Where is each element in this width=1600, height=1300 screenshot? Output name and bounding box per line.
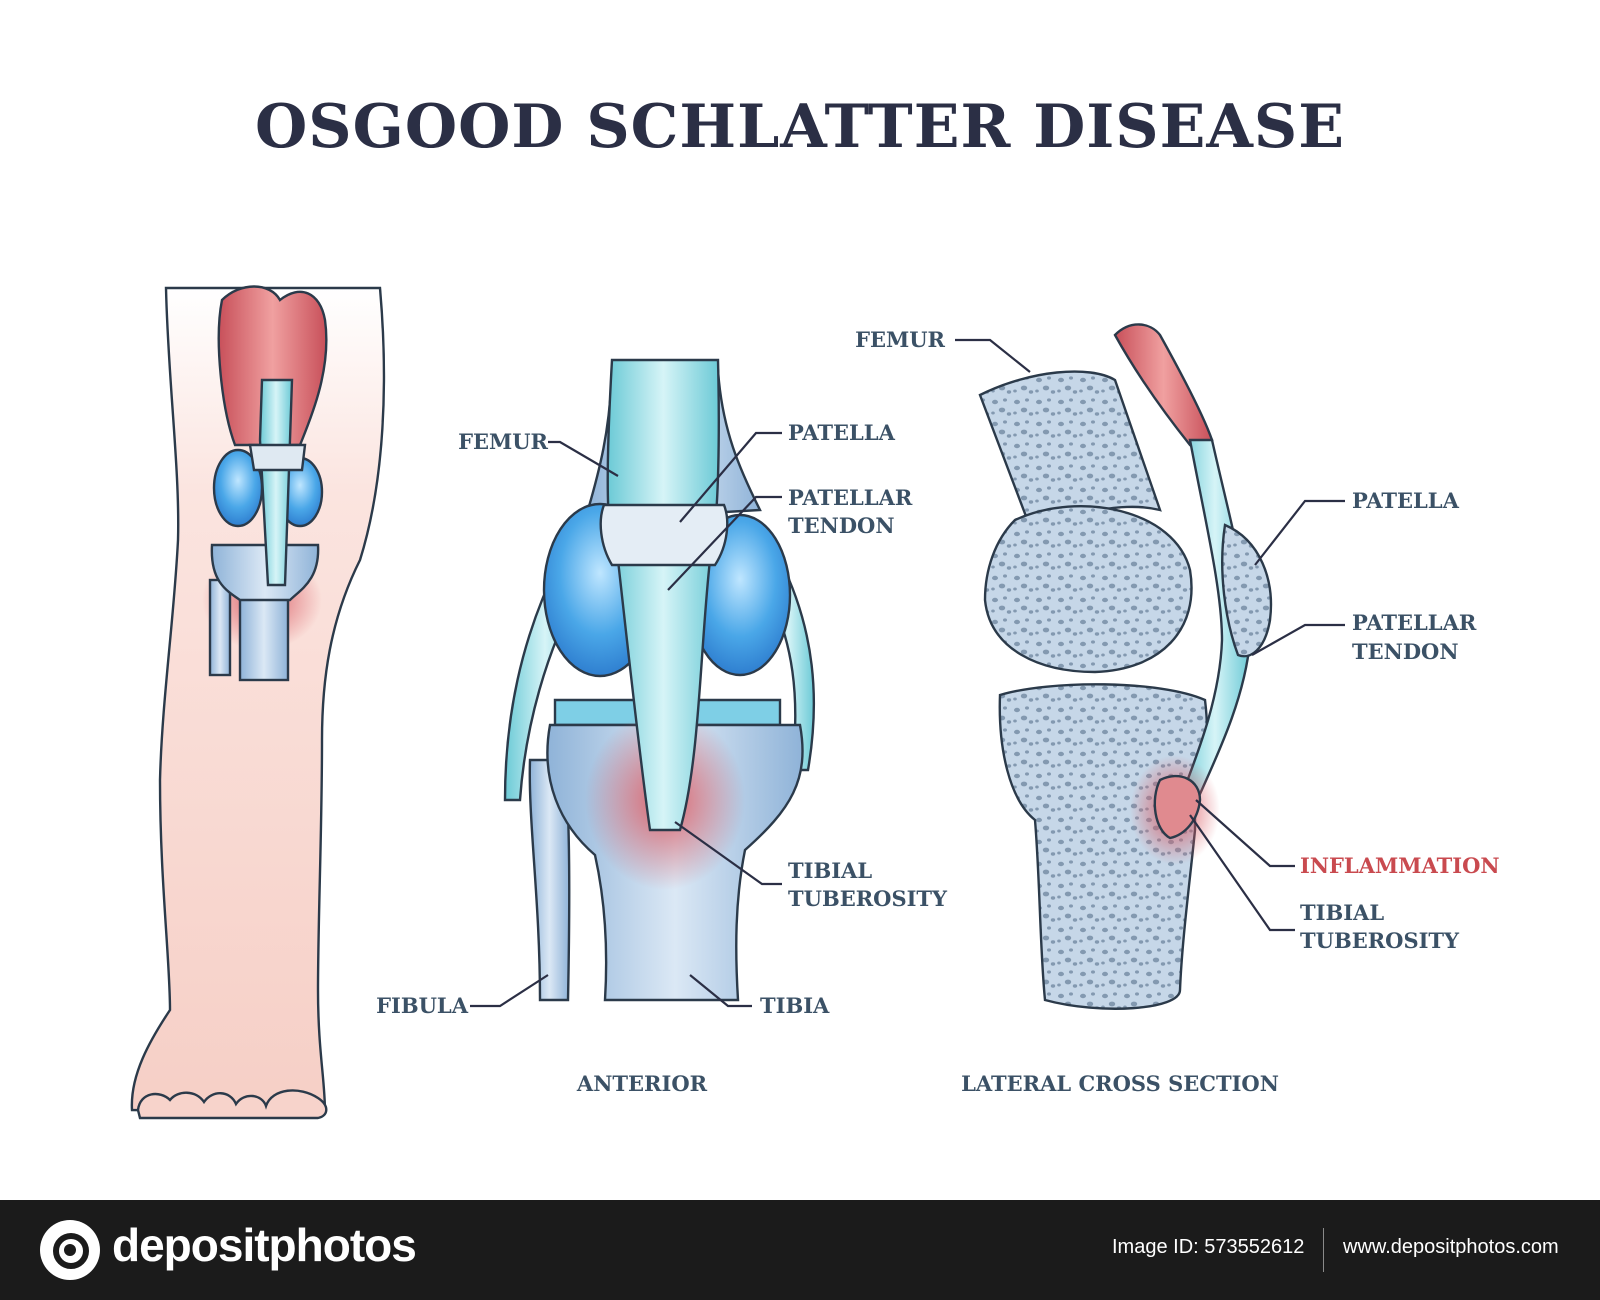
anterior-label-tibial-tuberosity-1: TIBIAL — [788, 858, 872, 883]
anterior-label-patella: PATELLA — [788, 420, 896, 445]
anterior-caption: ANTERIOR — [576, 1071, 708, 1096]
leg-tibia-head — [210, 543, 320, 602]
lateral-femur-condyle — [983, 505, 1193, 674]
leg-fibula — [208, 578, 232, 677]
lateral-label-patellar-tendon-1: PATELLAR — [1352, 610, 1477, 635]
leader-lines — [470, 338, 1345, 1008]
lateral-muscle — [1113, 323, 1214, 447]
anterior-label-tibia: TIBIA — [760, 993, 830, 1018]
illustration-canvas: FEMUR PATELLA PATELLAR TENDON TIBIAL TUB… — [130, 285, 1500, 1120]
lateral-label-patellar-tendon-2: TENDON — [1352, 639, 1459, 664]
leg-tendon — [258, 378, 294, 587]
depositphotos-logo-icon[interactable] — [40, 1220, 100, 1280]
leg-quadriceps — [217, 285, 328, 447]
anterior-label-patellar-tendon-2: TENDON — [788, 513, 895, 538]
leg-illustration — [130, 285, 386, 1120]
lateral-label-patella: PATELLA — [1352, 488, 1460, 513]
footer-divider — [1323, 1228, 1324, 1272]
lateral-label-tibial-tuberosity-2: TUBEROSITY — [1300, 928, 1460, 953]
footer-bar: depositphotos Image ID: 573552612 www.de… — [0, 1200, 1600, 1300]
lateral-tibial-tuberosity — [1153, 774, 1202, 840]
foot-toes — [136, 1089, 328, 1120]
anterior-view — [503, 358, 816, 1002]
anterior-label-tibial-tuberosity-2: TUBEROSITY — [788, 886, 948, 911]
site-url-link[interactable]: www.depositphotos.com — [1343, 1236, 1559, 1258]
image-id: Image ID: 573552612 — [1112, 1236, 1305, 1258]
lateral-caption: LATERAL CROSS SECTION — [961, 1071, 1279, 1096]
page-title: OSGOOD SCHLATTER DISEASE — [255, 92, 1345, 162]
anterior-patella — [599, 503, 729, 567]
leg-patella — [248, 443, 307, 472]
lateral-label-inflammation: INFLAMMATION — [1300, 853, 1500, 878]
anterior-label-patellar-tendon-1: PATELLAR — [788, 485, 913, 510]
anterior-label-fibula: FIBULA — [376, 993, 469, 1018]
lateral-label-tibial-tuberosity-1: TIBIAL — [1300, 900, 1384, 925]
brand-name[interactable]: depositphotos — [112, 1219, 417, 1271]
anterior-label-femur: FEMUR — [458, 429, 548, 454]
lateral-label-femur: FEMUR — [855, 327, 945, 352]
lateral-view — [978, 323, 1273, 1010]
